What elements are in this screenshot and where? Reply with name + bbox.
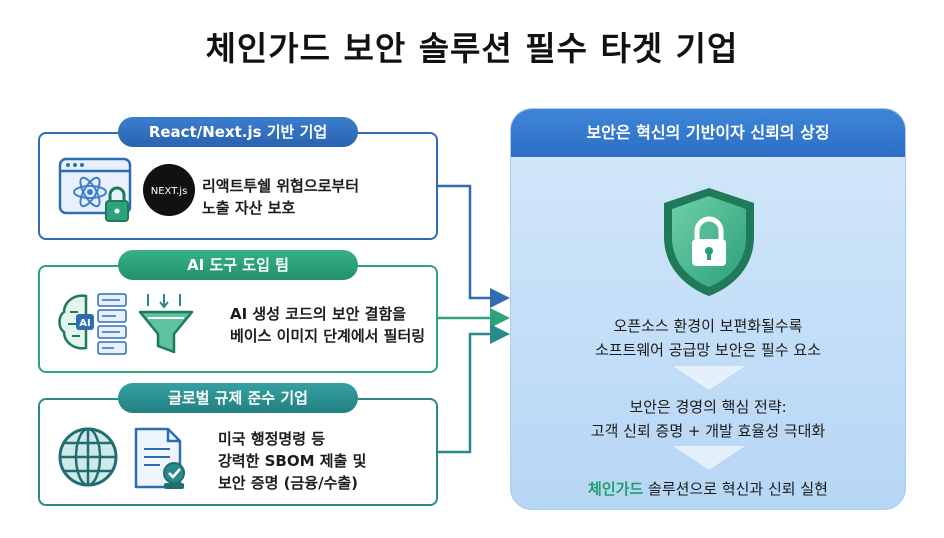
nextjs-logo-icon: NEXT.js bbox=[143, 164, 195, 216]
panel-p1-line2: 소프트웨어 공급망 보안은 필수 요소 bbox=[594, 341, 822, 359]
globe-icon bbox=[58, 427, 118, 487]
card-react-next-text: 리액트투쉘 위협으로부터 노출 자산 보호 bbox=[202, 175, 359, 219]
react-browser-lock-icon bbox=[58, 157, 132, 222]
card-global-compliance-line3: 보안 증명 (금융/수출) bbox=[218, 474, 359, 492]
card-global-compliance-text: 미국 행정명령 등 강력한 SBOM 제출 및 보안 증명 (금융/수출) bbox=[218, 428, 366, 494]
card-global-compliance-line1: 미국 행정명령 등 bbox=[218, 430, 326, 448]
card-global-compliance bbox=[38, 398, 438, 506]
summary-panel: 보안은 혁신의 기반이자 신뢰의 상징 오픈소스 환경이 보편화될수록 소프트웨… bbox=[510, 108, 906, 510]
arrow-teal bbox=[438, 324, 510, 454]
shield-lock-icon bbox=[664, 188, 754, 296]
ai-brain-code-icon: AI bbox=[58, 293, 127, 355]
pill-ai-tools: AI 도구 도입 팀 bbox=[118, 250, 358, 280]
down-arrow-icon bbox=[673, 446, 745, 470]
card-ai-tools-line1: AI 생성 코드의 보안 결함을 bbox=[230, 305, 407, 323]
panel-p3-rest: 솔루션으로 혁신과 신뢰 실현 bbox=[643, 480, 828, 498]
panel-paragraph-1: 오픈소스 환경이 보편화될수록 소프트웨어 공급망 보안은 필수 요소 bbox=[511, 314, 905, 362]
pill-react-next: React/Next.js 기반 기업 bbox=[118, 117, 358, 147]
down-arrow-icon bbox=[673, 366, 745, 390]
panel-paragraph-3: 체인가드 솔루션으로 혁신과 신뢰 실현 bbox=[511, 477, 905, 501]
certificate-document-icon bbox=[134, 427, 185, 489]
page-title: 체인가드 보안 솔루션 필수 타겟 기업 bbox=[205, 29, 739, 68]
nextjs-logo-text: NEXT.js bbox=[151, 186, 188, 197]
card-ai-tools-text: AI 생성 코드의 보안 결함을 베이스 이미지 단계에서 필터링 bbox=[230, 303, 425, 347]
filter-funnel-icon bbox=[138, 294, 194, 354]
ai-chip-text: AI bbox=[79, 318, 90, 329]
panel-paragraph-2: 보안은 경영의 핵심 전략: 고객 신뢰 증명 + 개발 효율성 극대화 bbox=[511, 395, 905, 443]
arrow-blue bbox=[438, 184, 510, 308]
card-react-next-line1: 리액트투쉘 위협으로부터 bbox=[202, 177, 360, 195]
card-global-compliance-line2: 강력한 SBOM 제출 및 bbox=[218, 452, 367, 470]
card-ai-tools-line2: 베이스 이미지 단계에서 필터링 bbox=[230, 327, 426, 345]
card-react-next-line2: 노출 자산 보호 bbox=[202, 199, 296, 217]
summary-panel-header: 보안은 혁신의 기반이자 신뢰의 상징 bbox=[511, 109, 905, 157]
panel-p2-line1: 보안은 경영의 핵심 전략: bbox=[629, 398, 787, 416]
panel-p2-line2: 고객 신뢰 증명 + 개발 효율성 극대화 bbox=[590, 422, 826, 440]
brand-name: 체인가드 bbox=[588, 480, 644, 498]
panel-p1-line1: 오픈소스 환경이 보편화될수록 bbox=[613, 317, 803, 335]
pill-global-compliance: 글로벌 규제 준수 기업 bbox=[118, 383, 358, 413]
